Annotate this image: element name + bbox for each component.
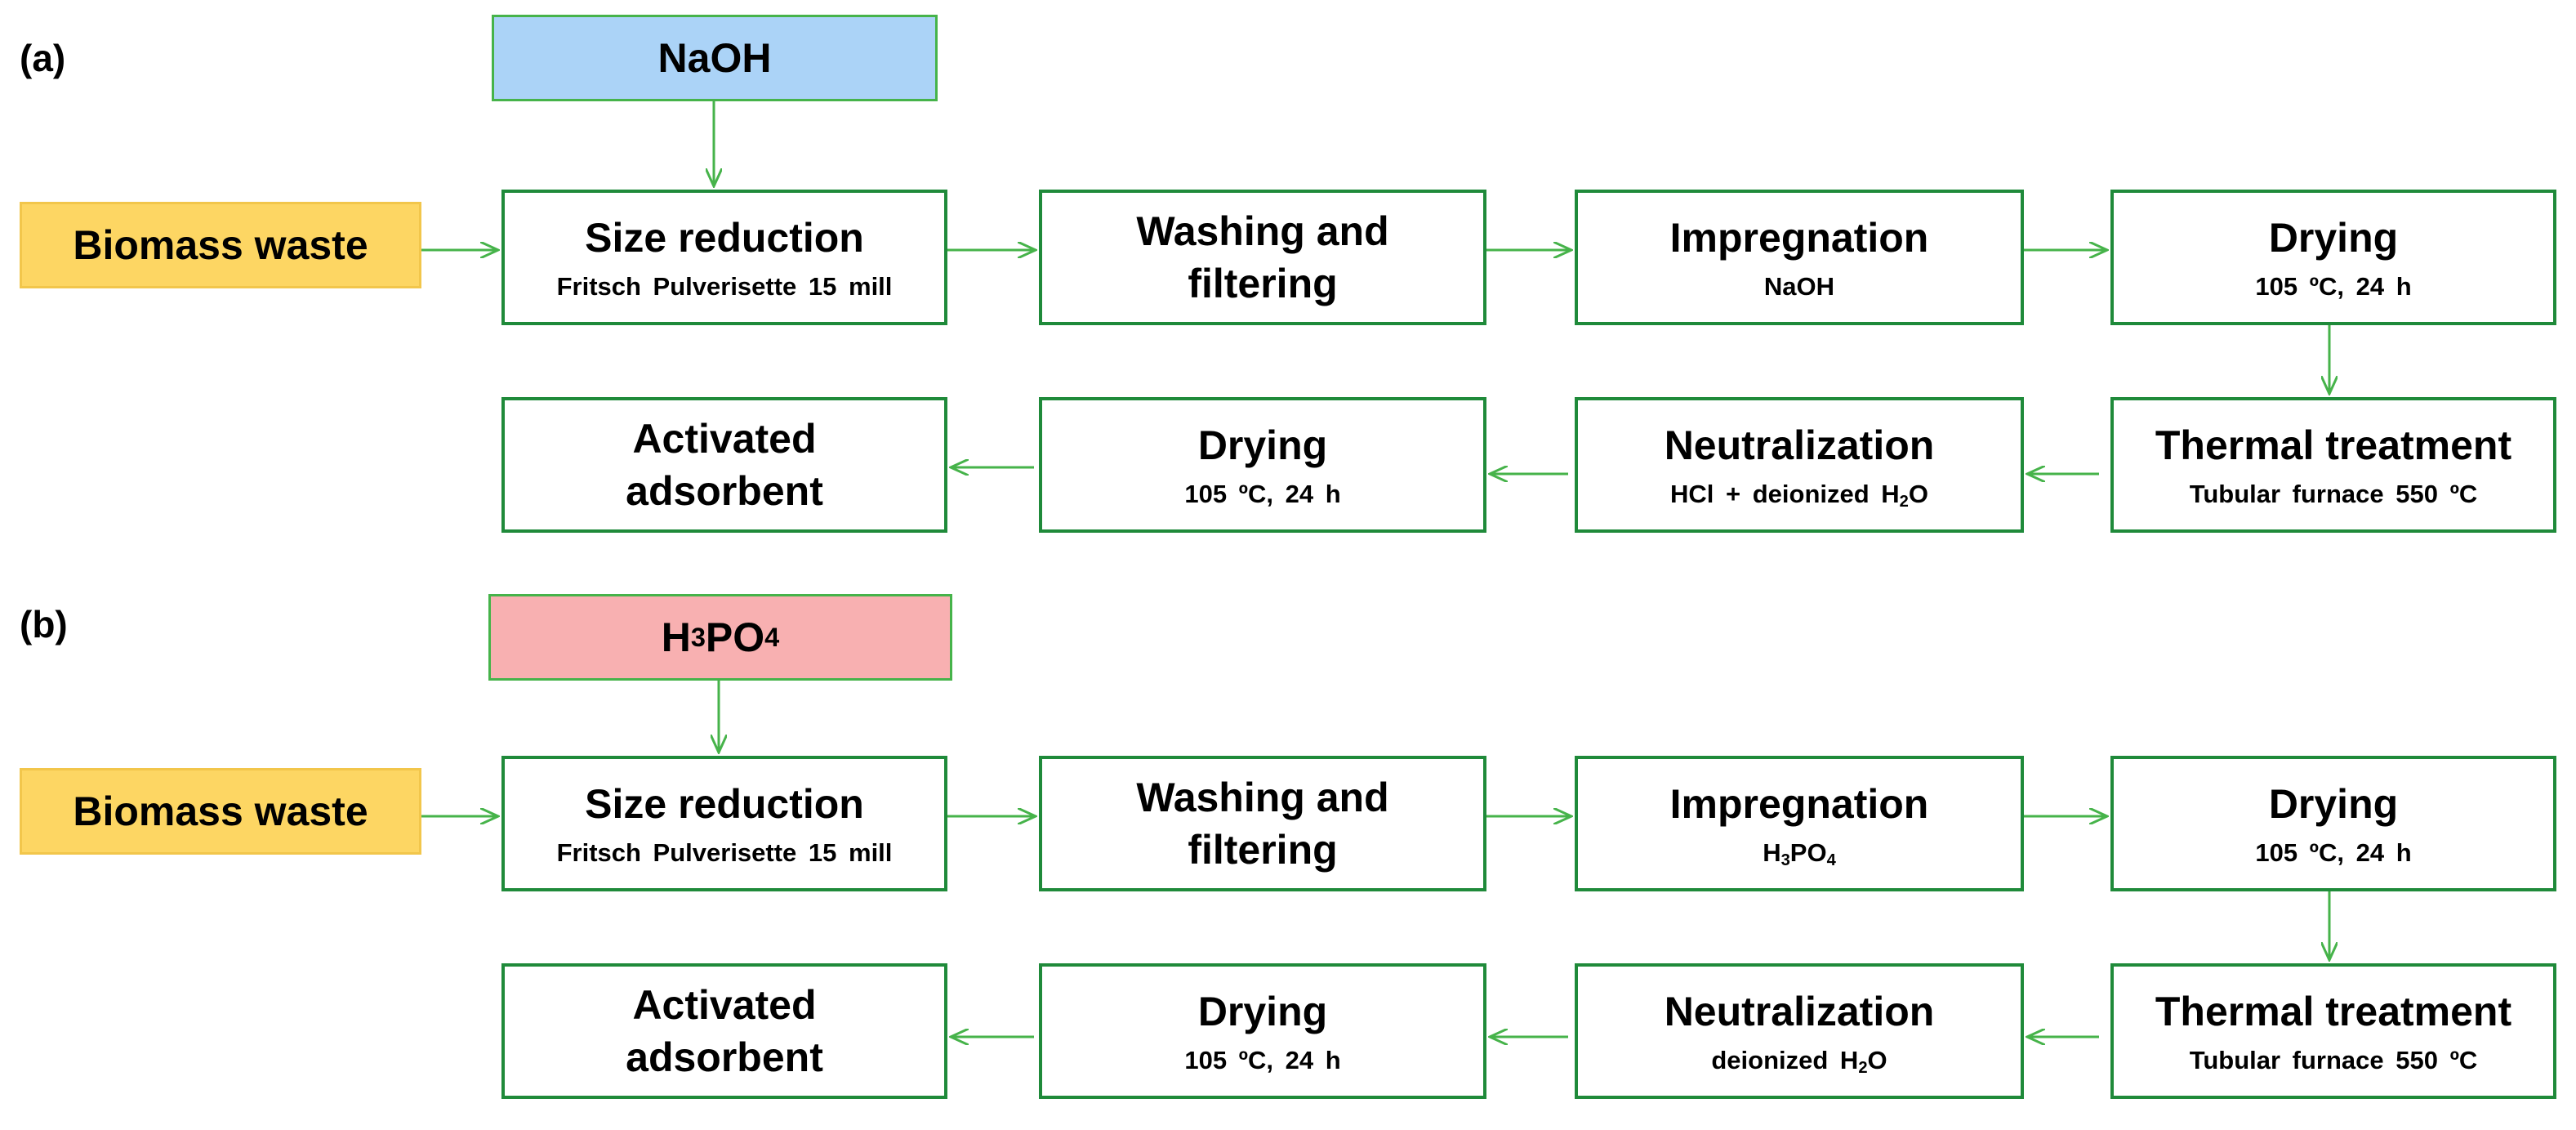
panel-label-b: (b) [20, 603, 68, 645]
reagent-naoh: NaOH [492, 15, 938, 101]
step-size-reduction: Size reduction Fritsch Pulverisette 15 m… [501, 756, 947, 891]
step-thermal-treatment: Thermal treatment Tubular furnace 550 ºC [2110, 397, 2556, 533]
step-impregnation: Impregnation NaOH [1575, 190, 2024, 325]
step-drying-2: Drying 105 ºC, 24 h [1039, 397, 1486, 533]
input-biomass-waste: Biomass waste [20, 202, 421, 288]
panel-a-naoh-activation: (a) NaOH Biomass waste Size reduction Fr… [0, 0, 2576, 564]
step-drying-1: Drying 105 ºC, 24 h [2110, 756, 2556, 891]
step-washing-filtering: Washing and filtering [1039, 756, 1486, 891]
step-neutralization: Neutralization deionized H2O [1575, 963, 2024, 1099]
input-biomass-waste: Biomass waste [20, 768, 421, 855]
step-activated-adsorbent: Activated adsorbent [501, 397, 947, 533]
step-washing-filtering: Washing and filtering [1039, 190, 1486, 325]
step-drying-1: Drying 105 ºC, 24 h [2110, 190, 2556, 325]
step-impregnation: Impregnation H3PO4 [1575, 756, 2024, 891]
panel-label-a: (a) [20, 37, 66, 79]
step-neutralization: Neutralization HCl + deionized H2O [1575, 397, 2024, 533]
step-activated-adsorbent: Activated adsorbent [501, 963, 947, 1099]
flow-arrows-a [421, 101, 2576, 564]
flow-arrows-b [421, 681, 2576, 1130]
step-size-reduction: Size reduction Fritsch Pulverisette 15 m… [501, 190, 947, 325]
step-drying-2: Drying 105 ºC, 24 h [1039, 963, 1486, 1099]
step-thermal-treatment: Thermal treatment Tubular furnace 550 ºC [2110, 963, 2556, 1099]
